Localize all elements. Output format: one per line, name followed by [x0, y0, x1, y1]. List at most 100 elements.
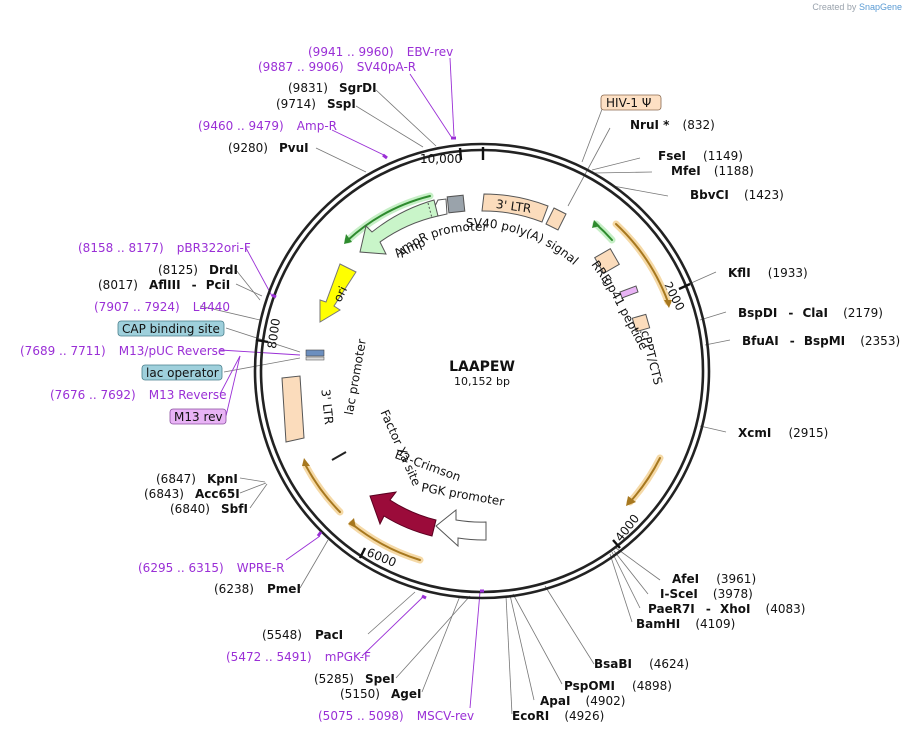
connector-claI	[699, 311, 727, 321]
connector-l4440	[199, 305, 261, 321]
feature-ampr	[359, 199, 439, 255]
primer-m13rev-range: (7676 .. 7692)	[50, 388, 136, 402]
connector-nrui	[567, 127, 611, 207]
feature-grey-box	[446, 194, 466, 214]
enzyme-pvui-pos: (9280)	[228, 141, 268, 155]
enzyme-iscei: I-SceI (3978)	[660, 583, 753, 602]
enzyme-dash-1: -	[788, 306, 793, 320]
connector-hiv	[581, 103, 605, 163]
enzyme-kpni-pos: (6847)	[156, 472, 196, 486]
enzyme-xhoi-pos: (4083)	[766, 602, 806, 616]
box-cap-binding-site: CAP binding site	[117, 320, 225, 337]
primer-wpre-r-name: WPRE-R	[237, 561, 285, 575]
primer-mpgk-f-range: (5472 .. 5491)	[226, 650, 312, 664]
arrowhead-right-mid	[626, 496, 636, 506]
enzyme-agei-name: AgeI	[391, 687, 421, 701]
label-3ltr-top: 3' LTR	[495, 197, 532, 216]
enzyme-kfli-pos: (1933)	[768, 266, 808, 280]
credit-prefix: Created by	[812, 2, 857, 12]
tick-marks	[255, 147, 691, 559]
connector-bbvci	[612, 185, 669, 197]
feature-3ltr-top: 3' LTR	[481, 193, 549, 223]
enzyme-nrui-name: NruI *	[630, 118, 670, 132]
orf-arrowheads-green	[344, 220, 600, 244]
primer-pbr322ori-f-name: pBR322ori-F	[177, 241, 251, 255]
connector-pmei	[299, 539, 329, 589]
enzyme-bamhi-pos: (4109)	[695, 617, 735, 631]
primer-pbr322ori-f: (8158 .. 8177) pBR322ori-F	[78, 237, 251, 256]
enzyme-apai-name: ApaI	[540, 694, 570, 708]
enzyme-sspi-name: SspI	[327, 97, 356, 111]
enzyme-spei: (5285) SpeI	[314, 668, 395, 687]
connector-pcii	[235, 283, 263, 297]
enzyme-afliii-pcii: (8017) AflIII - PciI	[98, 274, 230, 293]
connector-amp-r	[331, 129, 387, 157]
connector-agei	[421, 595, 461, 693]
enzyme-paer7i-xhoi: PaeR7I - XhoI (4083)	[648, 598, 805, 617]
feature-pgk	[435, 508, 487, 548]
enzyme-agei-pos: (5150)	[340, 687, 380, 701]
enzyme-kpni: (6847) KpnI	[156, 468, 238, 487]
enzyme-pmei-name: PmeI	[267, 582, 301, 596]
enzyme-afei-name: AfeI	[672, 572, 699, 586]
primer-pbr322ori-f-range: (8158 .. 8177)	[78, 241, 164, 255]
enzyme-bbvci-pos: (1423)	[744, 188, 784, 202]
enzyme-bspmi-name: BspMI	[804, 334, 845, 348]
primer-m13puc-name: M13/pUC Reverse	[119, 344, 226, 358]
tick-8000	[255, 338, 269, 344]
connector-pbr322ori-f	[245, 247, 273, 297]
primer-ebv-rev: (9941 .. 9960) EBV-rev	[308, 41, 453, 60]
connector-afei	[615, 547, 661, 581]
connector-spei	[395, 595, 471, 679]
label-cppt: cPPT/CTS	[638, 329, 665, 387]
enzyme-drdi: (8125) DrdI	[158, 259, 238, 278]
enzyme-paci-name: PacI	[315, 628, 343, 642]
enzyme-sspi-pos: (9714)	[276, 97, 316, 111]
connector-acc65i	[239, 482, 267, 494]
enzyme-mfei: MfeI (1188)	[671, 160, 754, 179]
connector-pvui	[315, 147, 367, 173]
enzyme-nrui: NruI * (832)	[630, 114, 715, 133]
enzyme-dash-2: -	[790, 334, 795, 348]
primer-mscv-rev: (5075 .. 5098) MSCV-rev	[318, 705, 474, 724]
enzyme-spei-name: SpeI	[365, 672, 395, 686]
enzyme-paer7i-name: PaeR7I	[648, 602, 695, 616]
connector-sv40pa-r	[409, 73, 453, 139]
arrowhead-right-top	[664, 300, 672, 308]
enzyme-kpni-name: KpnI	[207, 472, 238, 486]
tick-6000	[358, 547, 367, 559]
connector-apai	[509, 594, 535, 701]
connector-bspmi	[704, 339, 731, 346]
enzyme-kfli: KflI (1933)	[728, 262, 808, 281]
connector-bsabi	[544, 585, 595, 665]
enzyme-sgrdi-pos: (9831)	[288, 81, 328, 95]
feature-rre	[594, 248, 620, 274]
connector-m13rev-box	[225, 355, 241, 417]
enzyme-pspomi-name: PspOMI	[564, 679, 615, 693]
feature-gp41	[619, 285, 639, 299]
primer-mpgk-f: (5472 .. 5491) mPGK-F	[226, 646, 371, 665]
primer-connectors	[219, 57, 481, 709]
orf-arc-right-top-core	[615, 223, 669, 303]
enzyme-bfuai-name: BfuAI	[742, 334, 779, 348]
enzyme-sbfi-pos: (6840)	[170, 502, 210, 516]
connector-drdi	[235, 269, 261, 301]
arrowhead-bottom	[348, 518, 356, 528]
primer-ebv-rev-range: (9941 .. 9960)	[308, 45, 394, 59]
enzyme-spei-pos: (5285)	[314, 672, 354, 686]
enzyme-bbvci-name: BbvCI	[690, 188, 729, 202]
connector-sspi	[355, 105, 424, 148]
enzyme-mfei-name: MfeI	[671, 164, 701, 178]
feature-cppt-box	[631, 313, 651, 333]
enzyme-paci-pos: (5548)	[262, 628, 302, 642]
primer-sv40pa-r: (9887 .. 9906) SV40pA-R	[258, 56, 416, 75]
enzyme-kfli-name: KflI	[728, 266, 751, 280]
snapgene-logo: SnapGene	[858, 2, 902, 12]
plasmid-size: 10,152 bp	[454, 375, 510, 388]
primer-mpgk-f-name: mPGK-F	[325, 650, 371, 664]
box-m13-rev-text: M13 rev	[174, 410, 223, 424]
primer-l4440: (7907 .. 7924) L4440	[94, 296, 230, 315]
connector-m13rev	[219, 355, 241, 395]
enzyme-apai-pos: (4902)	[586, 694, 626, 708]
